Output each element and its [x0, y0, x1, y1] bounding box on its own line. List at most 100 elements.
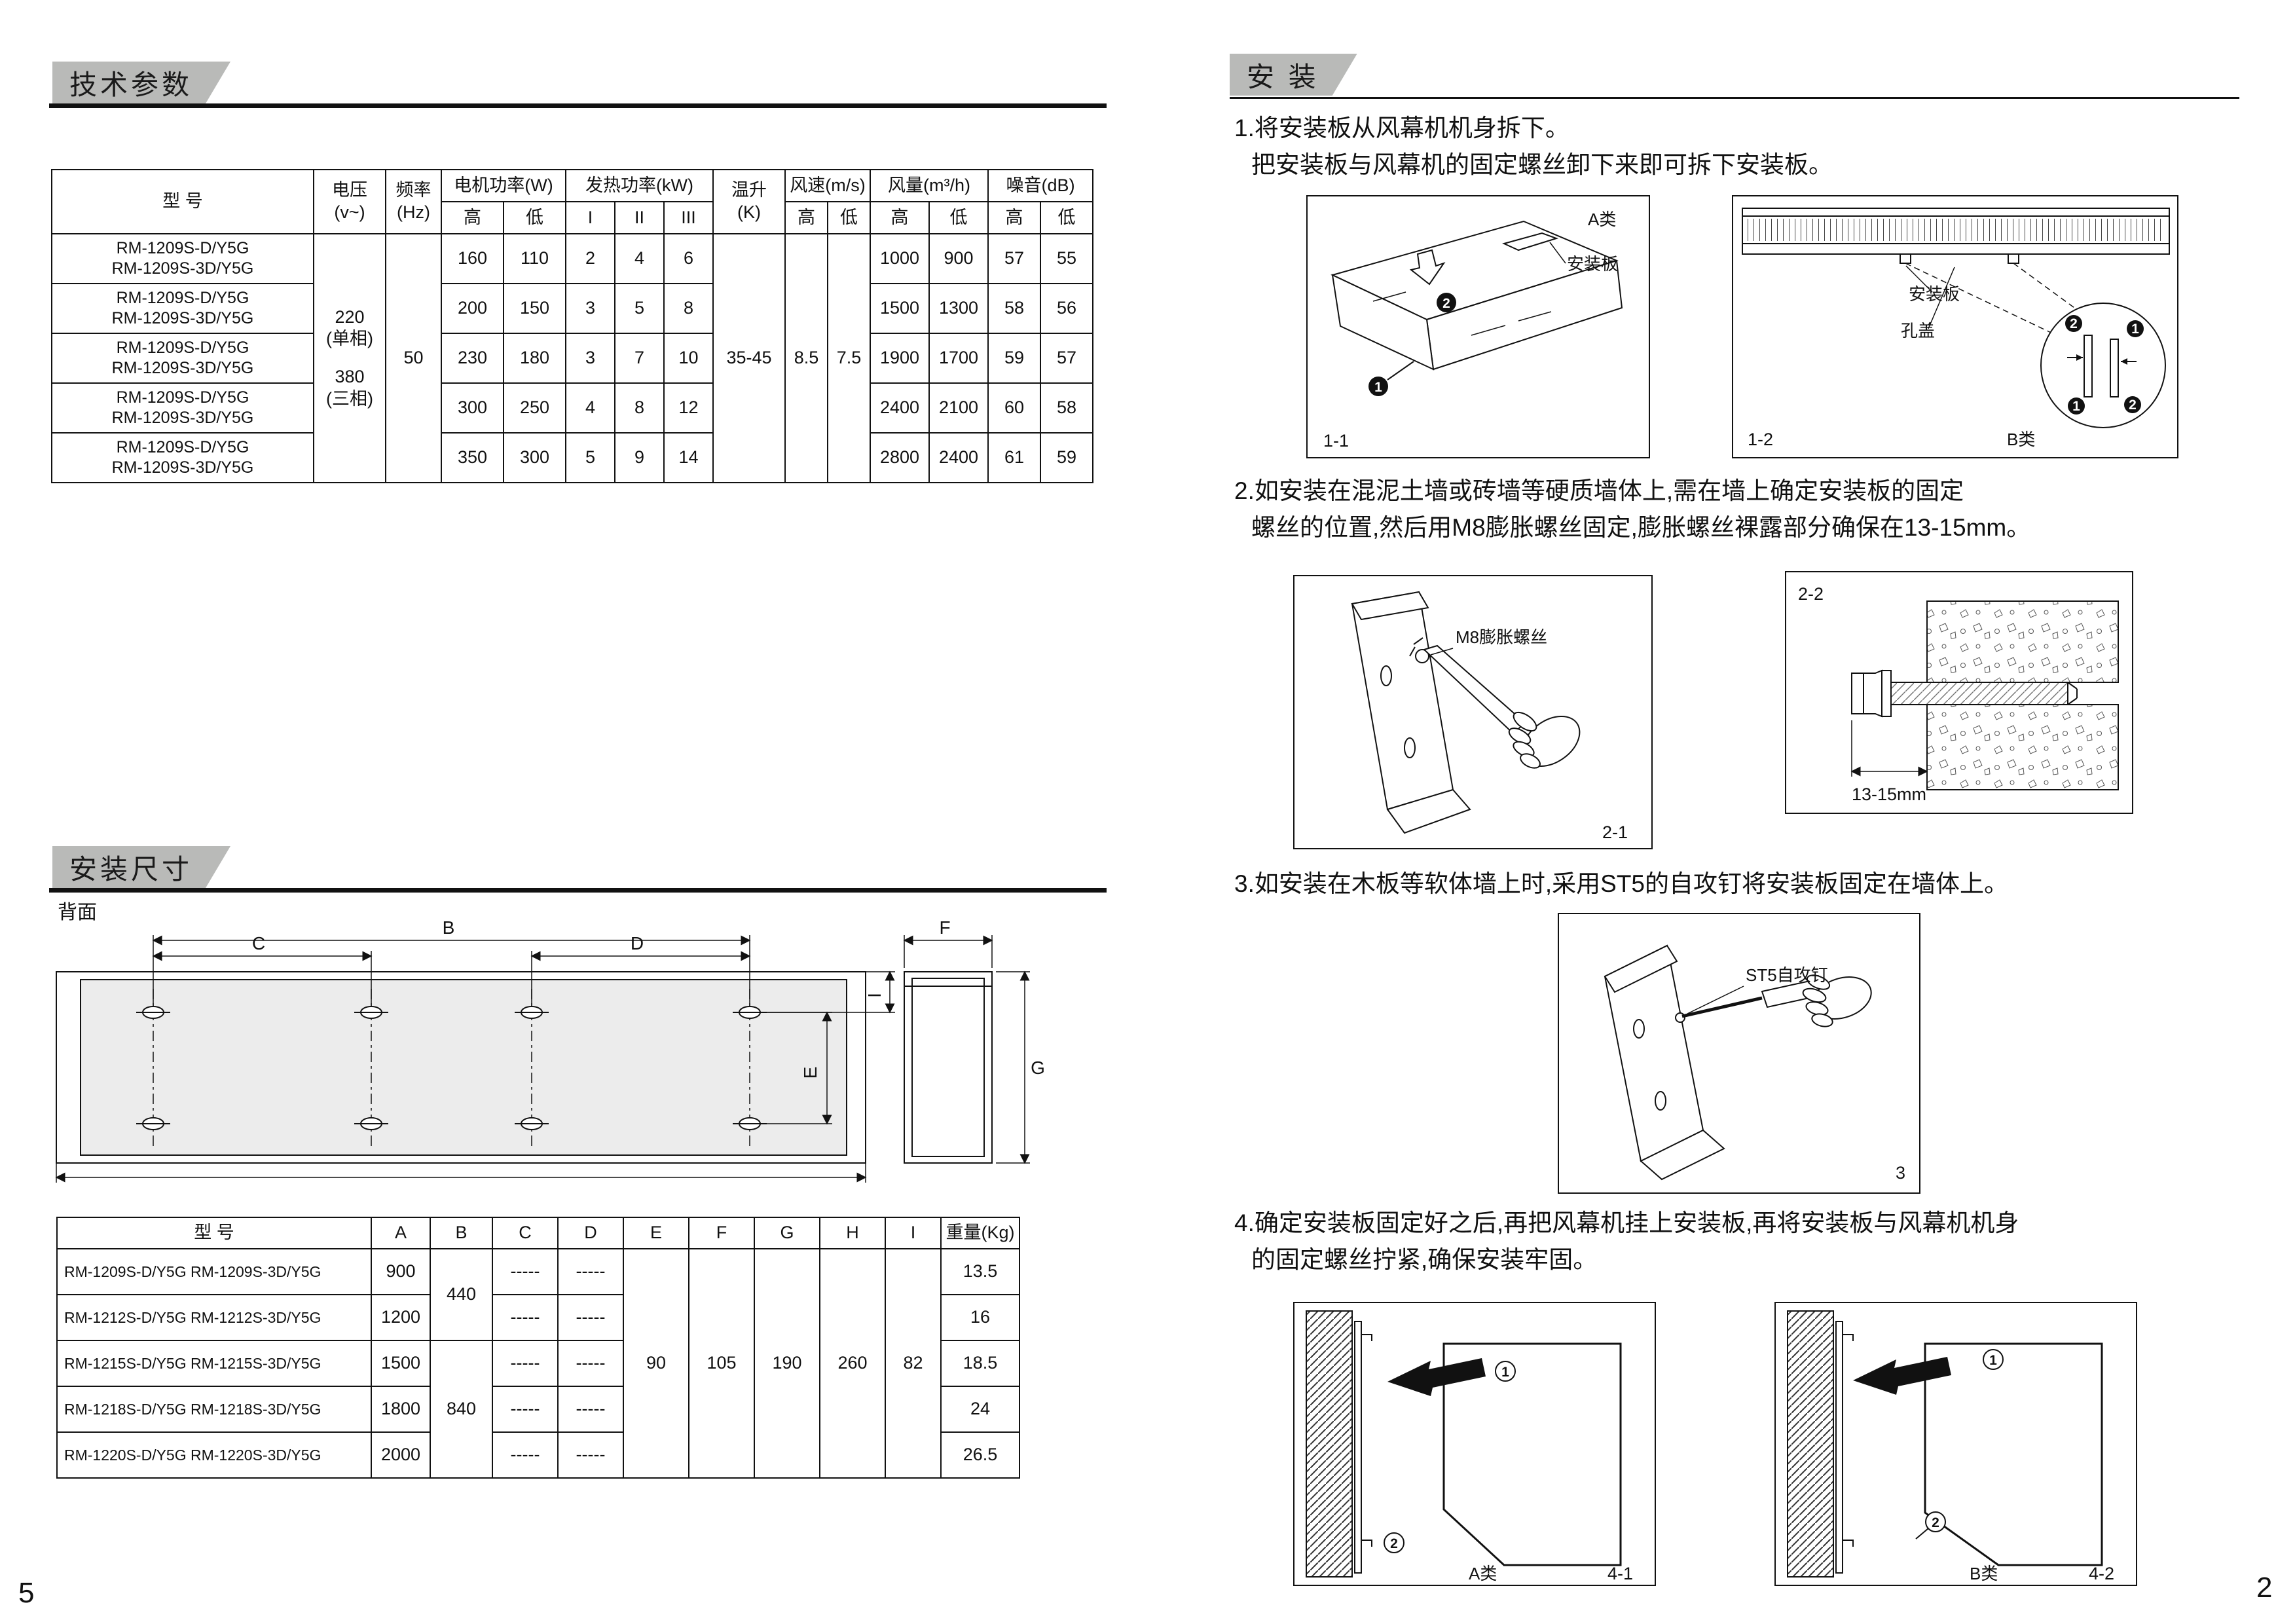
hang-direction-arrow: [1387, 1358, 1486, 1396]
detail-arrows: [2067, 354, 2137, 365]
figure-4-1-drawing: 1 2 A类 4-1: [1306, 1310, 1633, 1583]
cell: 1900: [870, 333, 930, 384]
cell: 5: [614, 283, 665, 334]
cell: 58: [987, 283, 1042, 334]
header-cell-high: 高: [784, 201, 829, 234]
dimensions-table: 型 号 A B C D E F G H I 重量(Kg) RM-1209S-D/…: [56, 1217, 1020, 1479]
plate-outline: [56, 971, 866, 1164]
cell: 56: [1040, 283, 1094, 334]
label-leader: [1549, 242, 1566, 264]
header-cell-model: 型 号: [51, 169, 314, 234]
mounting-holes: [136, 1006, 767, 1130]
cell: 14: [663, 432, 714, 483]
air-curtain-front-view: [1742, 208, 2170, 255]
cell-i: 82: [885, 1248, 942, 1479]
step-text: 4.确定安装板固定好之后,再把风幕机挂上安装板,再将安装板与风幕机机身: [1234, 1209, 2019, 1236]
step-markers: 1 2: [1915, 1349, 2004, 1540]
cell: 1200: [371, 1294, 431, 1341]
cell: 2800: [870, 432, 930, 483]
model-name: RM-1209S-D/Y5G: [116, 437, 249, 456]
figure-caption: 1-2: [1748, 430, 1773, 449]
cell: 55: [1040, 233, 1094, 284]
cell: 18.5: [940, 1340, 1020, 1387]
figure-2-1: M8膨胀螺丝 2-1: [1293, 575, 1653, 849]
cell: -----: [492, 1340, 559, 1387]
header-cell-low: 低: [928, 201, 989, 234]
cell: 300: [503, 432, 566, 483]
cell: 10: [663, 333, 714, 384]
temp-header-line1: 温升: [731, 180, 767, 200]
model-name: RM-1209S-3D/Y5G: [111, 309, 254, 327]
dim-header-row: 型 号 A B C D E F G H I 重量(Kg): [56, 1217, 1020, 1249]
expansion-bolt-head: [1415, 649, 1429, 663]
cell: 6: [663, 233, 714, 284]
cell: 12: [663, 382, 714, 434]
step-markers: 1 2: [1384, 1361, 1516, 1553]
header-cell-voltage: 电压 (v~): [313, 169, 386, 234]
class-a-label: A类: [1588, 210, 1616, 229]
side-view-outline: [904, 971, 993, 1164]
cell: 300: [441, 382, 504, 434]
cell: -----: [557, 1248, 624, 1295]
model-cell: RM-1209S-D/Y5G RM-1209S-3D/Y5G: [51, 283, 314, 334]
label-leader: [1928, 267, 1955, 329]
cell: 5: [565, 432, 615, 483]
cell: -----: [492, 1248, 559, 1295]
figure-4-1: 1 2 A类 4-1: [1293, 1302, 1656, 1586]
cell: 26.5: [940, 1431, 1020, 1479]
detail-leaders: [1905, 263, 2082, 337]
cell: 60: [987, 382, 1042, 434]
frequency-cell: 50: [385, 233, 442, 483]
cell: 250: [503, 382, 566, 434]
install-step-1: 1.将安装板从风幕机机身拆下。 把安装板与风幕机的固定螺丝卸下来即可拆下安装板。: [1234, 110, 1833, 183]
header-cell-f: F: [688, 1217, 755, 1249]
cell: 110: [503, 233, 566, 284]
mounting-plate-dimension-diagram: B C D E I F G: [55, 917, 1045, 1183]
figure-1-2: 安装板 孔盖 2 1 1 2: [1732, 195, 2178, 458]
header-cell-high: 高: [441, 201, 504, 234]
tech-row: RM-1209S-D/Y5G RM-1209S-3D/Y5G 350 300 5…: [51, 432, 1094, 483]
cell: 61: [987, 432, 1042, 483]
model-name: RM-1209S-3D/Y5G: [111, 458, 254, 477]
header-cell-noise: 噪音(dB): [987, 169, 1094, 202]
cell: 3: [565, 283, 615, 334]
freq-header-line2: (Hz): [397, 202, 430, 222]
dim-row: RM-1220S-D/Y5G RM-1220S-3D/Y5G 2000 ----…: [56, 1431, 1020, 1479]
cell-h: 260: [819, 1248, 886, 1479]
dim-label-g: G: [1031, 1058, 1045, 1078]
dim-row: RM-1215S-D/Y5G RM-1215S-3D/Y5G 1500 840 …: [56, 1340, 1020, 1479]
header-cell-wind-speed: 风速(m/s): [784, 169, 872, 202]
marker-1-badge: 1: [2072, 399, 2080, 414]
step-text: 的固定螺丝拧紧,确保安装牢固。: [1251, 1246, 1598, 1273]
marker-2-badge: 2: [2070, 316, 2078, 331]
cell: 2100: [928, 382, 989, 434]
hole-cover-label: 孔盖: [1901, 321, 1935, 341]
cell: 1000: [870, 233, 930, 284]
wind-high-cell: 8.5: [784, 233, 829, 483]
exposed-length-label: 13-15mm: [1852, 784, 1926, 804]
header-cell-air-volume: 风量(m³/h): [870, 169, 989, 202]
class-b-label: B类: [2007, 430, 2035, 449]
expansion-bolt: [1851, 669, 2078, 718]
concrete-wall: [1926, 600, 2119, 790]
self-tapping-screw-label: ST5自攻钉: [1746, 965, 1828, 985]
voltage-header-line1: 电压: [332, 180, 367, 200]
cell: 9: [614, 432, 665, 483]
cell: 2400: [928, 432, 989, 483]
cell: 13.5: [940, 1248, 1020, 1295]
cell: 59: [1040, 432, 1094, 483]
header-cell-gear2: II: [614, 201, 665, 234]
figure-1-1-drawing: 2 1 A类 安装板 1-1: [1323, 210, 1623, 451]
model-cell: RM-1209S-D/Y5G RM-1209S-3D/Y5G: [51, 333, 314, 384]
install-step-4: 4.确定安装板固定好之后,再把风幕机挂上安装板,再将安装板与风幕机机身 的固定螺…: [1234, 1205, 2019, 1278]
voltage-note: (单相): [326, 329, 373, 349]
header-cell-d: D: [557, 1217, 624, 1249]
cell: 8: [663, 283, 714, 334]
figure-4-2-drawing: 1 2 B类 4-2: [1787, 1310, 2114, 1583]
header-cell-g: G: [754, 1217, 820, 1249]
cell: 57: [1040, 333, 1094, 384]
plate-brackets: [1900, 253, 2019, 264]
tech-params-rule: [49, 103, 1107, 108]
marker-1-badge: 1: [2131, 322, 2139, 337]
mounting-plate-label: 安装板: [1909, 284, 1960, 304]
